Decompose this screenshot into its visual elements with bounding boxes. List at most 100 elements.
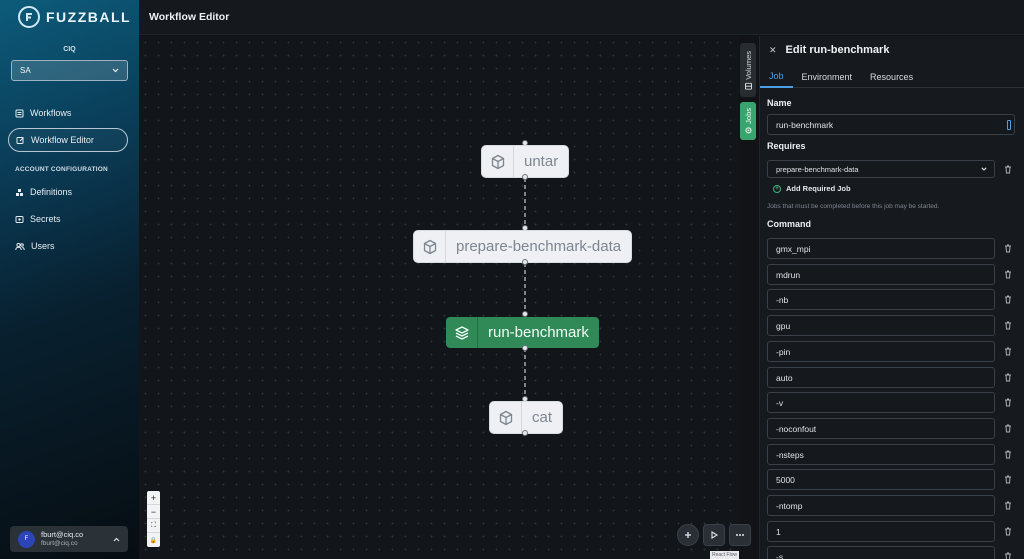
trash-icon[interactable] [1003, 372, 1012, 382]
command-arg-input[interactable]: -pin [767, 341, 995, 362]
user-menu[interactable]: F fburt@ciq.co fburt@ciq.co [10, 526, 128, 552]
fuzzball-logo-icon [18, 6, 40, 28]
node-label: run-benchmark [488, 324, 589, 341]
close-icon[interactable]: ✕ [769, 44, 777, 55]
command-arg-input[interactable]: gpu [767, 315, 995, 336]
fit-view-button[interactable]: ⛶ [147, 519, 160, 533]
command-arg-input[interactable]: gmx_mpi [767, 238, 995, 259]
command-arg-input[interactable]: 5000 [767, 469, 995, 490]
node-cat[interactable]: cat [490, 402, 563, 433]
sidebar-item-workflow-editor[interactable]: Workflow Editor [8, 128, 128, 152]
sidebar-item-secrets[interactable]: Secrets [8, 207, 128, 231]
secret-icon [15, 215, 24, 223]
plus-icon [685, 532, 691, 538]
layers-icon [446, 317, 478, 348]
command-arg-input[interactable]: -nsteps [767, 444, 995, 465]
trash-icon[interactable] [1003, 397, 1012, 407]
command-arg-value: -v [776, 397, 784, 408]
command-arg-input[interactable]: -ntomp [767, 495, 995, 516]
zoom-out-button[interactable]: − [147, 505, 160, 519]
header: Workflow Editor [139, 0, 1024, 35]
cube-icon [414, 231, 446, 262]
command-arg-input[interactable]: -nb [767, 289, 995, 310]
run-workflow-button[interactable] [703, 524, 725, 546]
add-job-button[interactable] [677, 524, 699, 546]
node-input-handle[interactable] [522, 140, 528, 146]
node-label: untar [524, 153, 559, 170]
node-input-handle[interactable] [522, 311, 528, 317]
tab-jobs-label: Jobs [743, 108, 753, 124]
users-icon [15, 242, 25, 250]
page-title: Workflow Editor [149, 11, 230, 23]
workflow-edges [524, 178, 526, 400]
brand-logo[interactable]: FUZZBALL [18, 6, 131, 28]
trash-icon[interactable] [1003, 500, 1012, 510]
trash-icon[interactable] [1003, 423, 1012, 433]
lock-button[interactable]: 🔒 [149, 537, 158, 544]
node-untar[interactable]: untar [482, 146, 569, 177]
trash-icon[interactable] [1003, 164, 1012, 174]
avatar: F [18, 530, 35, 548]
command-arg-input[interactable]: -noconfout [767, 418, 995, 439]
add-required-job-button[interactable]: + Add Required Job [773, 184, 851, 193]
add-required-job-label: Add Required Job [786, 184, 851, 193]
trash-icon[interactable] [1003, 346, 1012, 356]
edit-icon [16, 136, 24, 144]
node-output-handle[interactable] [522, 259, 528, 265]
more-options-button[interactable] [729, 524, 751, 546]
tab-resources[interactable]: Resources [870, 72, 914, 82]
sidebar-item-definitions[interactable]: Definitions [8, 180, 128, 204]
node-run-benchmark[interactable]: run-benchmark [446, 317, 599, 348]
tab-job[interactable]: Job [760, 66, 793, 88]
org-select[interactable]: SA [11, 60, 128, 81]
chevron-down-icon [112, 68, 119, 73]
trash-icon[interactable] [1003, 294, 1012, 304]
requires-select[interactable]: prepare-benchmark-data [767, 160, 995, 178]
node-input-handle[interactable] [522, 225, 528, 231]
sidebar-item-workflows[interactable]: Workflows [8, 101, 128, 125]
tab-volumes-label: Volumes [743, 50, 753, 80]
more-icon [736, 534, 744, 536]
command-arg-input[interactable]: mdrun [767, 264, 995, 285]
user-email: fburt@ciq.co [41, 540, 78, 547]
node-output-handle[interactable] [522, 345, 528, 351]
sidebar-item-users[interactable]: Users [8, 234, 128, 258]
command-arg-value: -nb [776, 294, 789, 305]
panel-tabs: Job Environment Resources [760, 66, 1024, 88]
cube-icon [482, 146, 514, 177]
trash-icon[interactable] [1003, 526, 1012, 536]
name-label: Name [767, 98, 792, 108]
user-info: fburt@ciq.co fburt@ciq.co [41, 530, 107, 548]
org-label: CIQ [63, 46, 76, 53]
node-label: cat [532, 409, 553, 426]
command-arg-input[interactable]: 1 [767, 521, 995, 542]
trash-icon[interactable] [1003, 474, 1012, 484]
trash-icon[interactable] [1003, 320, 1012, 330]
tab-jobs[interactable]: Jobs [740, 102, 756, 140]
tab-volumes[interactable]: Volumes [740, 43, 756, 97]
command-arg-value: -nsteps [776, 449, 804, 460]
react-flow-attribution[interactable]: React Flow [709, 551, 739, 559]
name-input[interactable]: run-benchmark [767, 114, 1015, 135]
node-output-handle[interactable] [522, 430, 528, 436]
node-prepare-benchmark-data[interactable]: prepare-benchmark-data [414, 231, 632, 262]
trash-icon[interactable] [1003, 551, 1012, 559]
volumes-icon [744, 82, 752, 90]
trash-icon[interactable] [1003, 449, 1012, 459]
tab-environment[interactable]: Environment [801, 72, 853, 82]
node-input-handle[interactable] [522, 396, 528, 402]
trash-icon[interactable] [1003, 243, 1012, 253]
workflow-canvas[interactable]: untar prepare-benchmark-data run-benchma… [139, 36, 751, 559]
command-arg-value: -s [776, 551, 784, 559]
zoom-in-button[interactable]: + [147, 491, 160, 505]
command-arg-value: 1 [776, 526, 781, 537]
command-arg-input[interactable]: auto [767, 367, 995, 388]
command-arg-input[interactable]: -v [767, 392, 995, 413]
sidebar: FUZZBALL CIQ SA Workflows Workflow Edito… [0, 0, 139, 559]
node-label: prepare-benchmark-data [456, 238, 622, 255]
command-arg-input[interactable]: -s [767, 546, 995, 559]
node-output-handle[interactable] [522, 174, 528, 180]
cube-icon [490, 402, 522, 433]
chevron-up-icon [113, 537, 120, 541]
trash-icon[interactable] [1003, 269, 1012, 279]
